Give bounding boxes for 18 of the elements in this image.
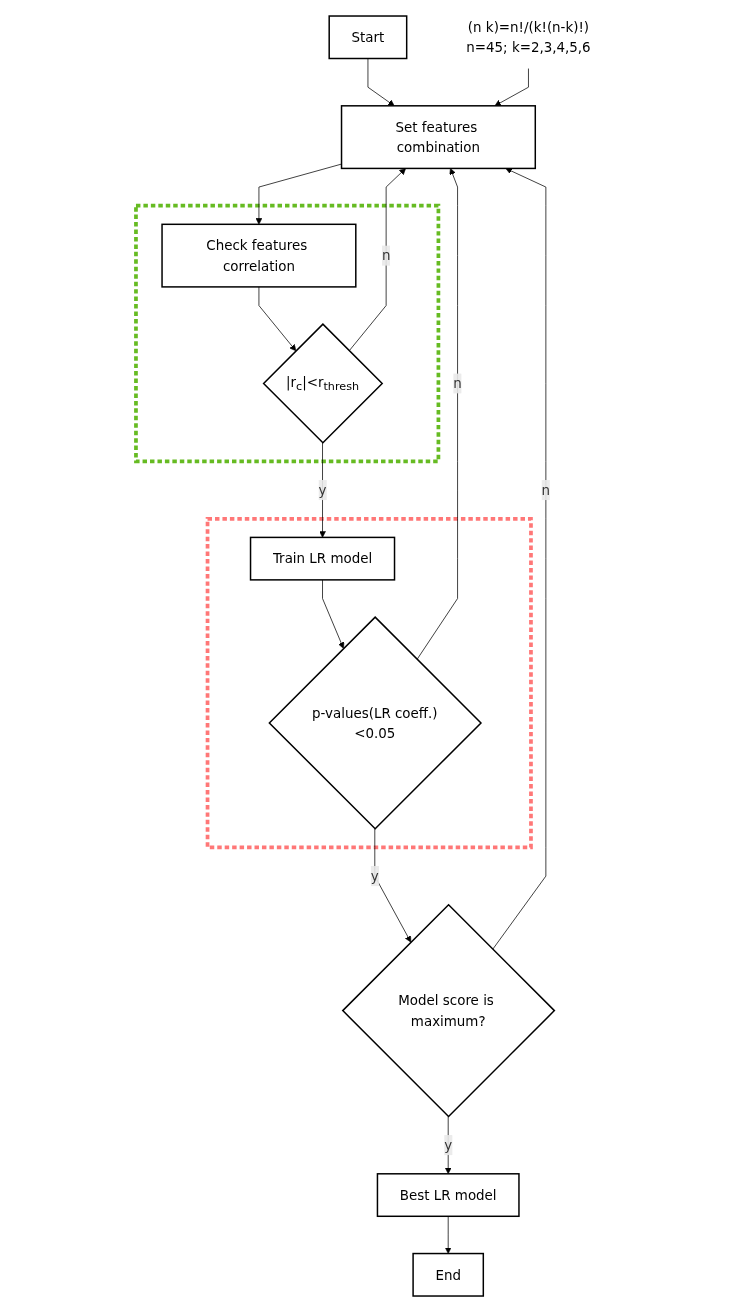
edge-label: n (452, 375, 462, 392)
edge-label: y (443, 1137, 452, 1153)
node-diamond: |r$_{c}$|<r$_{thresh}$ (262, 323, 383, 444)
cluster (133, 203, 440, 464)
node-box: Train LR model (249, 536, 395, 581)
node-text: (n k)=n!/(k!(n-k)!) n=45; k=2,3,4,5,6 (465, 19, 591, 56)
cluster (205, 516, 533, 850)
node-box: Start (327, 15, 407, 60)
node-box: Check features correlation (160, 223, 357, 288)
edge-label: n (541, 482, 550, 498)
node-diamond: Model score is maximum? (341, 903, 555, 1118)
edge-label: n (381, 247, 390, 264)
node-diamond: p-values(LR coeff.)<0.05 (267, 616, 482, 830)
edge-label: y (370, 868, 379, 884)
node-box: Best LR model (376, 1173, 520, 1218)
edge-label: y (318, 482, 327, 498)
node-box: End (411, 1252, 484, 1297)
node-box: Set features combination (340, 105, 536, 170)
